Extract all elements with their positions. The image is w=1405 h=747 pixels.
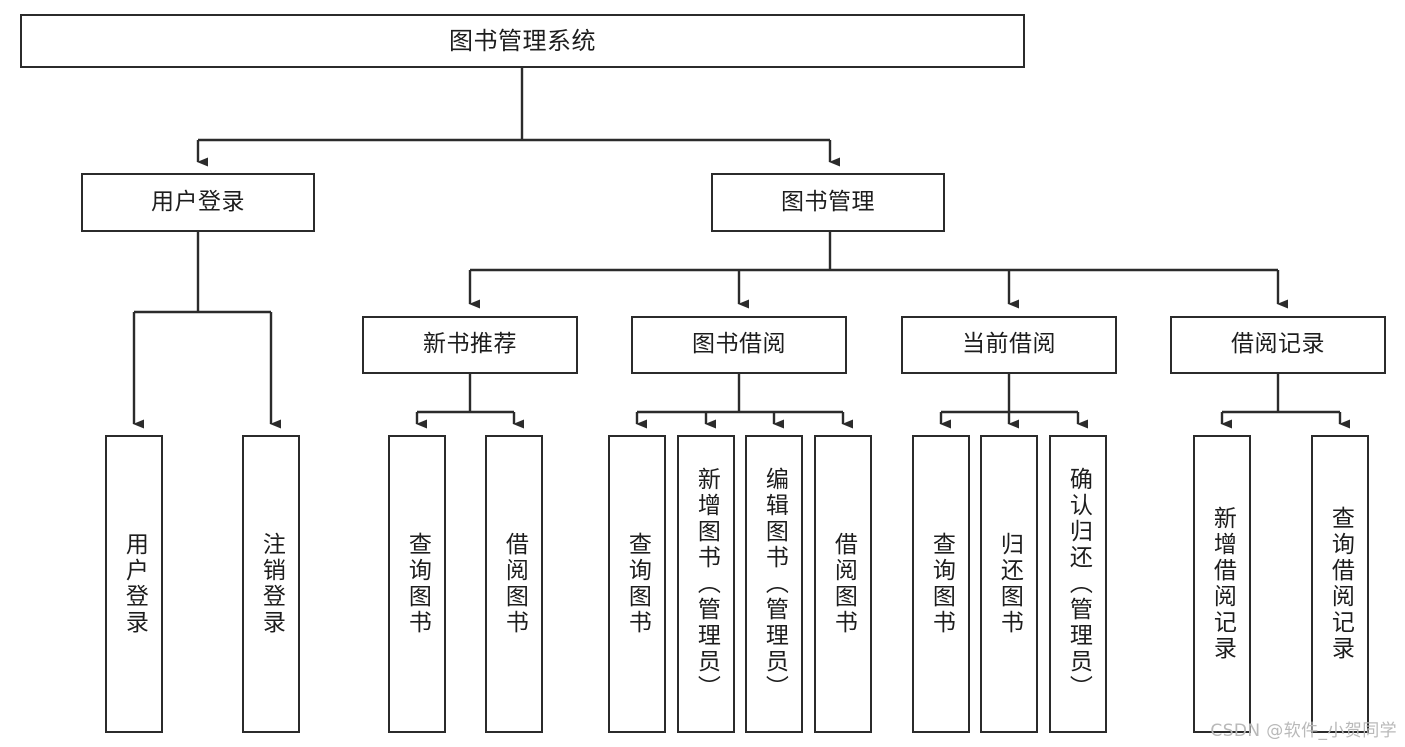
node-label: 用户登录 <box>121 532 148 636</box>
node-leaf-edit-book-admin[interactable]: 编辑图书（管理员） <box>745 435 803 733</box>
node-leaf-borrow-book[interactable]: 借阅图书 <box>814 435 872 733</box>
node-leaf-add-book-admin[interactable]: 新增图书（管理员） <box>677 435 735 733</box>
node-label: 图书管理 <box>781 188 875 215</box>
node-leaf-logout[interactable]: 注销登录 <box>242 435 300 733</box>
node-leaf-user-login[interactable]: 用户登录 <box>105 435 163 733</box>
node-label: 编辑图书（管理员） <box>761 467 788 701</box>
node-book-borrow[interactable]: 图书借阅 <box>631 316 847 374</box>
node-label: 当前借阅 <box>962 331 1056 358</box>
node-leaf-return-book[interactable]: 归还图书 <box>980 435 1038 733</box>
node-new-book-recommend[interactable]: 新书推荐 <box>362 316 578 374</box>
node-label: 用户登录 <box>151 188 245 215</box>
node-book-management[interactable]: 图书管理 <box>711 173 945 232</box>
node-leaf-add-borrow-record[interactable]: 新增借阅记录 <box>1193 435 1251 733</box>
node-root-book-management-system[interactable]: 图书管理系统 <box>20 14 1025 68</box>
node-label: 归还图书 <box>996 532 1023 636</box>
node-leaf-query-borrow-record[interactable]: 查询借阅记录 <box>1311 435 1369 733</box>
node-label: 新书推荐 <box>423 331 517 358</box>
node-leaf-confirm-return-admin[interactable]: 确认归还（管理员） <box>1049 435 1107 733</box>
node-label: 新增借阅记录 <box>1209 506 1236 662</box>
node-label: 确认归还（管理员） <box>1065 467 1092 701</box>
node-label: 查询借阅记录 <box>1327 506 1354 662</box>
node-user-login[interactable]: 用户登录 <box>81 173 315 232</box>
node-borrow-record[interactable]: 借阅记录 <box>1170 316 1386 374</box>
node-label: 借阅图书 <box>501 532 528 636</box>
node-leaf-borrow-book-new[interactable]: 借阅图书 <box>485 435 543 733</box>
node-label: 查询图书 <box>404 532 431 636</box>
node-leaf-query-book-current[interactable]: 查询图书 <box>912 435 970 733</box>
node-label: 借阅图书 <box>830 532 857 636</box>
node-current-borrow[interactable]: 当前借阅 <box>901 316 1117 374</box>
node-leaf-query-book[interactable]: 查询图书 <box>608 435 666 733</box>
node-label: 图书管理系统 <box>449 26 596 55</box>
watermark-text: CSDN @软件_小贺同学 <box>1210 721 1397 741</box>
node-label: 注销登录 <box>258 532 285 636</box>
node-label: 新增图书（管理员） <box>693 467 720 701</box>
node-leaf-query-book-new[interactable]: 查询图书 <box>388 435 446 733</box>
node-label: 图书借阅 <box>692 331 786 358</box>
node-label: 查询图书 <box>624 532 651 636</box>
node-label: 借阅记录 <box>1231 331 1325 358</box>
node-label: 查询图书 <box>928 532 955 636</box>
